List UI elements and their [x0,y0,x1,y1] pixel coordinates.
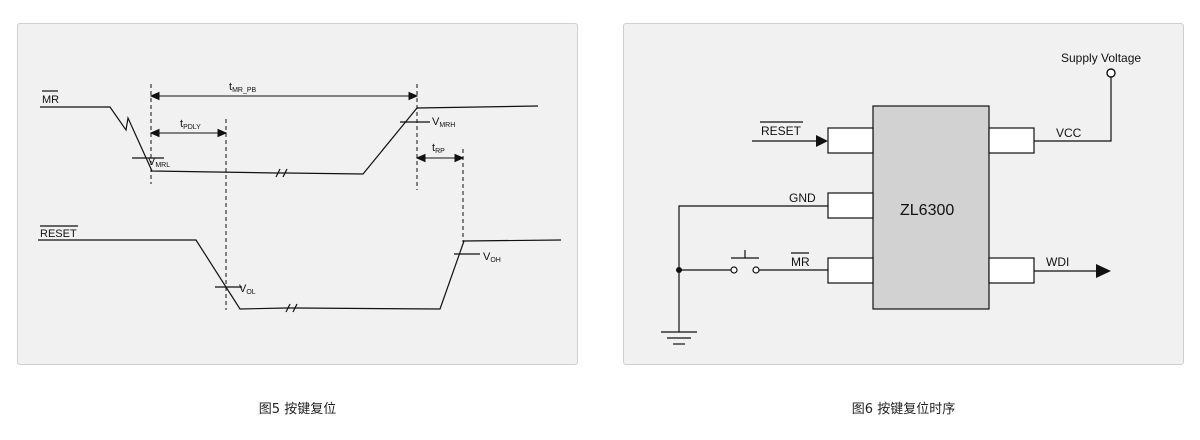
switch-contact-left [730,266,738,274]
vcc-pin [988,127,1035,154]
v-ol-label: VOL [239,283,256,296]
reset-break-mark [285,303,298,313]
reset-label: RESET [761,124,802,138]
vcc-wire [1034,77,1112,142]
t-mr-pb-arrow-right [408,91,419,101]
mr-break-mark [275,168,288,178]
t-rp-arrow-right [454,153,465,163]
circuit-diagram-panel: Supply Voltage ZL6300 RESET GND MR VCC W… [623,23,1184,365]
vcc-label: VCC [1056,126,1082,140]
supply-terminal [1106,68,1116,78]
t-pdly-arrow-right [217,128,228,138]
supply-voltage-label: Supply Voltage [1061,51,1141,65]
gnd-pin [827,192,874,219]
t-mr-pb-arrow-left [149,91,160,101]
timing-diagram: MR RESET tMR_PB tPDLY tRP VMRH VMRL VOL … [38,81,562,313]
t-pdly-label: tPDLY [180,118,201,131]
wdi-arrow-icon [1096,264,1111,278]
timing-diagram-panel: MR RESET tMR_PB tPDLY tRP VMRH VMRL VOL … [17,23,578,365]
mr-signal-label: MR [42,94,59,106]
t-rp-label: tRP [432,142,445,155]
v-mrh-label: VMRH [432,116,455,129]
gnd-wire [678,205,828,332]
switch-contact-right [752,266,760,274]
wdi-pin [988,257,1035,284]
mr-label: MR [791,255,810,269]
figure-caption-left: 图5 按键复位 [258,402,337,417]
chip-name-label: ZL6300 [900,202,954,219]
v-mrl-label: VMRL [148,156,170,169]
chip-body [872,105,990,310]
t-pdly-arrow-left [149,128,160,138]
t-mr-pb-label: tMR_PB [229,81,257,94]
circuit-diagram: Supply Voltage ZL6300 RESET GND MR VCC W… [661,51,1141,345]
reset-waveform [38,239,562,310]
figure-caption-right: 图6 按键复位时序 [851,402,956,417]
mr-waveform [40,105,539,175]
mr-pin [827,257,874,284]
reset-arrow-icon [816,135,828,147]
junction-dot [676,267,682,273]
reset-pin [827,127,874,154]
wdi-label: WDI [1046,255,1069,269]
v-oh-label: VOH [483,251,501,264]
t-rp-arrow-left [415,153,426,163]
gnd-label: GND [789,191,816,205]
reset-signal-label: RESET [40,228,77,240]
